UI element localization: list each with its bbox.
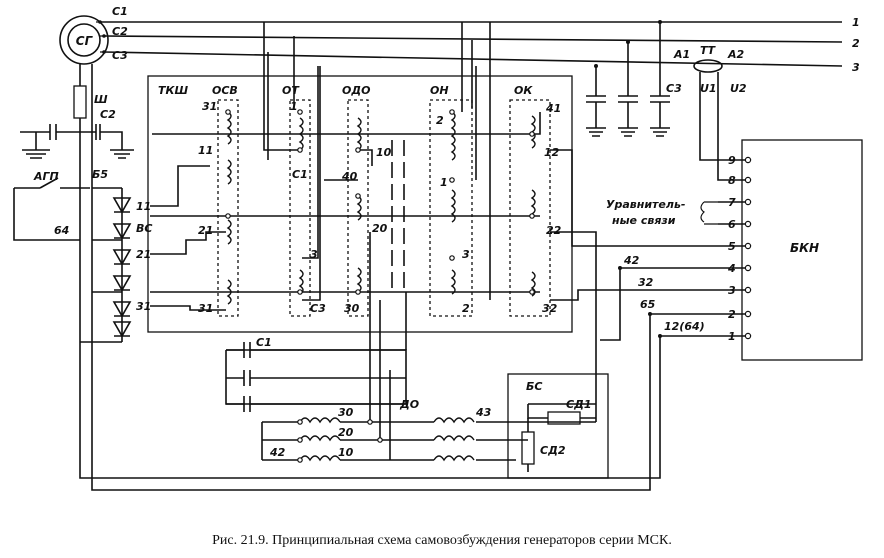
label-tksh: ТКШ [158, 84, 188, 97]
label-eq2: ные связи [612, 214, 676, 227]
field-circuit: Ш С2 АГП Б5 64 [13, 64, 661, 491]
label-a2: А2 [727, 48, 745, 61]
label-ot-c1: С1 [292, 168, 308, 181]
label-u1: U1 [700, 82, 717, 95]
label-b5: Б5 [92, 168, 108, 181]
bkn-wiring: 42 32 65 12(64) [550, 149, 745, 422]
label-on3: 3 [462, 248, 470, 261]
label-odo10: 10 [376, 146, 392, 159]
label-ot: ОТ [282, 84, 300, 97]
label-ok: ОК [514, 84, 533, 97]
capacitor-bank-c3: С3 [586, 20, 682, 137]
label-c1bank: С1 [256, 336, 272, 349]
label-a1: А1 [673, 48, 690, 61]
label-out2: 2 [852, 37, 860, 50]
label-bkn: БКН [790, 241, 819, 255]
transformer-tksh: ТКШ ОСВ 31 11 21 31 ОТ 1 С1 3 С3 ОДО 10 … [147, 75, 573, 333]
label-on1: 1 [440, 176, 448, 189]
label-odo30: 30 [344, 302, 360, 315]
label-bkn9: 9 [728, 154, 736, 167]
label-ok41: 41 [545, 102, 561, 115]
label-sd2: СД2 [540, 444, 566, 457]
label-vs: ВС [136, 222, 152, 235]
label-d30: 30 [338, 406, 354, 419]
label-osv31: 31 [202, 100, 217, 113]
label-odo: ОДО [342, 84, 371, 97]
label-on: ОН [430, 84, 449, 97]
label-on2b: 2 [462, 302, 470, 315]
bs-block: БС СД1 СД2 [507, 373, 609, 479]
bkn-block: БКН 9 8 7 6 5 4 3 2 1 Уравнитель- ные св… [606, 139, 863, 361]
label-ok12: 12 [544, 146, 560, 159]
label-osv31b: 31 [198, 302, 213, 315]
label-ok22: 22 [546, 224, 562, 237]
label-d10: 10 [338, 446, 354, 459]
generator: СГ [59, 15, 109, 65]
label-out1: 1 [852, 16, 860, 29]
label-shunt: Ш [94, 93, 108, 106]
label-eq1: Уравнитель- [606, 198, 685, 211]
label-u2: U2 [730, 82, 747, 95]
label-bs: БС [526, 380, 542, 393]
figure-caption: Рис. 21.9. Принципиальная схема самовозб… [212, 533, 672, 548]
label-b21: 21 [136, 248, 151, 261]
generator-label: СГ [76, 34, 94, 48]
transformer-wiring [150, 22, 541, 301]
label-ok32: 32 [542, 302, 558, 315]
label-odo20: 20 [372, 222, 388, 235]
label-osv11: 11 [198, 144, 213, 157]
label-w65: 65 [640, 298, 656, 311]
phase-lines: С1 С2 С3 1 2 3 [96, 5, 860, 74]
label-d43: 43 [475, 406, 492, 419]
label-osv: ОСВ [212, 84, 238, 97]
label-w32: 32 [638, 276, 654, 289]
self-excitation-schematic: СГ С1 С2 С3 1 2 3 Ш С2 АГП Б5 64 [13, 5, 863, 491]
label-cap-c2: С2 [100, 108, 116, 121]
label-ot-c3: С3 [310, 302, 326, 315]
label-c2: С2 [112, 25, 128, 38]
label-osv21: 21 [198, 224, 213, 237]
label-c3: С3 [112, 49, 128, 62]
rectifier-block: ВС 11 21 31 [80, 165, 226, 343]
label-bkn8: 8 [728, 174, 736, 187]
label-d20: 20 [338, 426, 354, 439]
label-w42: 42 [623, 254, 640, 267]
label-c3cap: С3 [666, 82, 682, 95]
label-agp: АГП [33, 170, 59, 183]
label-b64: 64 [54, 224, 69, 237]
label-b31: 31 [136, 300, 151, 313]
label-out3: 3 [852, 61, 860, 74]
capacitor-bank-c1: С1 [225, 292, 407, 412]
label-do: ДО [399, 398, 419, 411]
label-odo40: 40 [341, 170, 358, 183]
label-w12-64: 12(64) [664, 320, 705, 333]
label-b11: 11 [136, 200, 151, 213]
label-tt: ТТ [700, 44, 717, 57]
current-transformer: А1 ТТ А2 U1 U2 [673, 44, 748, 181]
label-c1: С1 [112, 5, 128, 18]
label-ot3: 3 [310, 248, 318, 261]
label-d42: 42 [269, 446, 286, 459]
label-on2: 2 [436, 114, 444, 127]
reactor-do: ДО 30 20 10 42 43 [261, 232, 596, 463]
